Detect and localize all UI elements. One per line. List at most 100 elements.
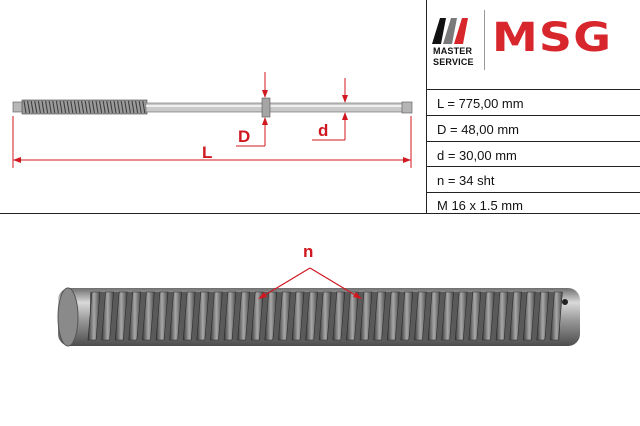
rack-tooth-line: [109, 100, 113, 114]
closeup-tooth: [550, 291, 563, 341]
rack-tooth-line: [106, 100, 110, 114]
rack-tooth-line: [124, 100, 128, 114]
closeup-tooth: [223, 291, 237, 341]
rack-shaft-highlight: [146, 105, 408, 107]
rack-tooth-line: [131, 100, 135, 114]
rack-tooth-line: [70, 100, 74, 114]
rack-tooth-line: [41, 100, 45, 114]
table-line-logo: [426, 89, 640, 90]
closeup-tooth: [414, 291, 427, 341]
closeup-tooth: [386, 291, 400, 341]
closeup-tooth: [142, 291, 155, 341]
rack-tooth-line: [37, 100, 41, 114]
rack-tooth-line: [117, 100, 121, 114]
closeup-tooth: [373, 291, 386, 341]
rack-tooth-line: [127, 100, 131, 114]
rack-teeth: [23, 100, 146, 114]
rack-tooth-line: [73, 100, 77, 114]
table-divider-vertical: [426, 0, 427, 213]
outer-diameter-label: D: [238, 127, 251, 146]
rack-tooth-line: [99, 100, 103, 114]
table-line-1: [426, 115, 640, 116]
rack-tooth-line: [63, 100, 67, 114]
closeup-tooth: [196, 291, 210, 341]
rack-tooth-line: [138, 100, 142, 114]
inner-diameter-label: d: [318, 121, 329, 140]
rack-end-cap: [401, 101, 413, 114]
closeup-tooth: [359, 291, 373, 341]
closeup-tooth: [87, 291, 101, 341]
rack-tooth-line: [95, 100, 99, 114]
logo-separator: [484, 10, 485, 70]
rack-tooth-line: [27, 100, 31, 114]
rack-tooth-line: [113, 100, 117, 114]
closeup-tooth: [182, 291, 196, 341]
closeup-tooth: [305, 291, 318, 341]
rack-tooth-line: [52, 100, 56, 114]
rack-tooth-line: [88, 100, 92, 114]
closeup-tooth: [264, 291, 278, 341]
closeup-tooth: [427, 291, 441, 341]
table-line-4: [426, 192, 640, 193]
rack-threaded-end: [12, 101, 24, 113]
rack-tooth-line: [91, 100, 95, 114]
rack-tooth-line: [142, 100, 146, 114]
table-line-2: [426, 141, 640, 142]
spec-length: L = 775,00 mm: [437, 96, 524, 111]
closeup-tooth: [291, 291, 305, 341]
brand-logo-text: MSG: [492, 15, 613, 61]
closeup-tooth: [101, 291, 114, 341]
closeup-tooth: [509, 291, 522, 341]
closeup-tooth: [169, 291, 182, 341]
rack-drawing: [12, 72, 413, 168]
rack-collar: [261, 97, 271, 118]
tooth-count-label: n: [303, 242, 314, 261]
rack-closeup: [57, 267, 580, 347]
closeup-tooth: [332, 291, 346, 341]
closeup-tooth: [278, 291, 291, 341]
closeup-tooth: [454, 291, 468, 341]
rack-tooth-line: [23, 100, 27, 114]
closeup-tooth: [318, 291, 332, 341]
spec-outer-diameter: D = 48,00 mm: [437, 122, 520, 137]
rack-tooth-line: [81, 100, 85, 114]
closeup-tooth: [210, 291, 223, 341]
master-service-logo-icon: [432, 18, 468, 44]
rack-tooth-line: [135, 100, 139, 114]
closeup-teeth: [87, 291, 563, 341]
rack-tooth-line: [30, 100, 34, 114]
brand-tagline-line2: SERVICE: [433, 57, 474, 67]
rack-tooth-line: [45, 100, 49, 114]
rack-tooth-line: [84, 100, 88, 114]
rack-tooth-line: [55, 100, 59, 114]
rack-tooth-line: [77, 100, 81, 114]
rack-tooth-line: [102, 100, 106, 114]
closeup-hole: [562, 299, 568, 305]
table-line-3: [426, 166, 640, 167]
spec-inner-diameter: d = 30,00 mm: [437, 148, 517, 163]
closeup-tooth: [482, 291, 495, 341]
closeup-tooth: [441, 291, 454, 341]
brand-tagline-line1: MASTER: [433, 46, 473, 56]
rack-tooth-line: [34, 100, 38, 114]
rack-tooth-line: [59, 100, 63, 114]
spec-tooth-count: n = 34 sht: [437, 173, 495, 188]
closeup-tooth: [237, 291, 250, 341]
closeup-tooth: [250, 291, 264, 341]
rack-shaft: [145, 102, 409, 113]
closeup-tooth: [128, 291, 142, 341]
closeup-tooth: [495, 291, 509, 341]
closeup-tooth: [346, 291, 359, 341]
closeup-tooth: [400, 291, 414, 341]
closeup-tooth: [114, 291, 128, 341]
closeup-tooth: [522, 291, 536, 341]
rack-tooth-line: [66, 100, 70, 114]
table-line-bottom: [0, 213, 640, 214]
length-label: L: [202, 143, 213, 162]
closeup-tooth: [155, 291, 169, 341]
rack-tooth-line: [48, 100, 52, 114]
spec-thread: M 16 x 1.5 mm: [437, 198, 523, 213]
rack-tooth-line: [120, 100, 124, 114]
closeup-tooth: [536, 291, 550, 341]
closeup-bar-end: [57, 287, 79, 347]
